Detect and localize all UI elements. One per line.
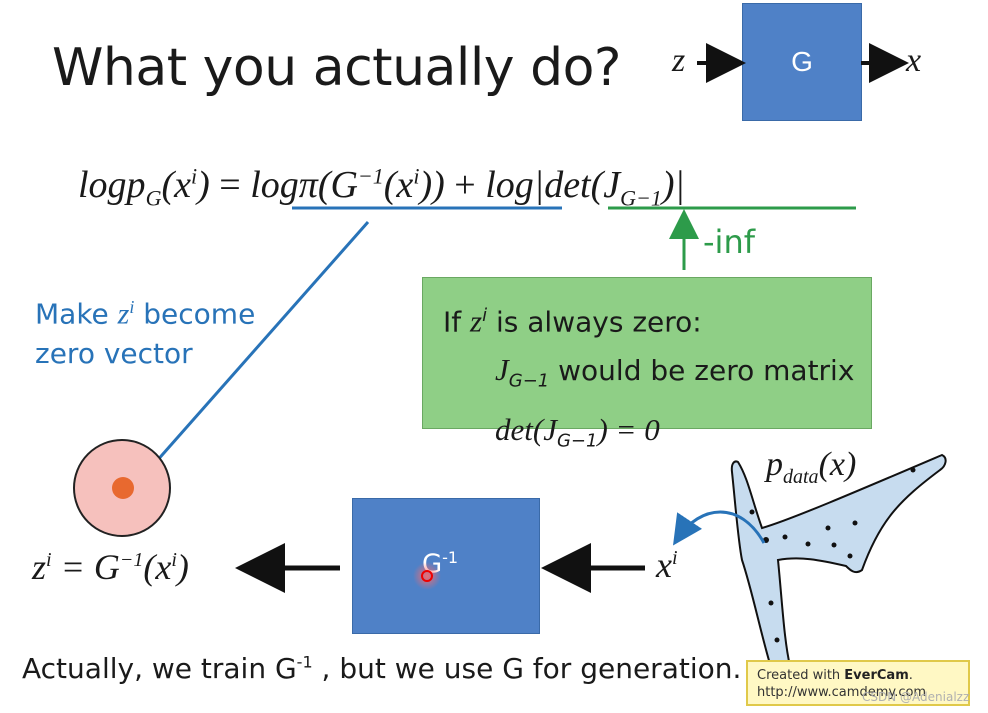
green-line3-pre: det(J — [495, 411, 557, 447]
top-input-z: z — [672, 42, 686, 79]
make-note-post: become — [134, 297, 256, 331]
pdata-sub: data — [783, 465, 819, 488]
zi-inv: −1 — [119, 549, 144, 571]
plus-sign: + — [444, 164, 486, 206]
prior-inner: (x — [383, 164, 414, 206]
lhs-arg-open: (x — [161, 164, 191, 206]
prior-to-circle-arrow — [134, 221, 370, 487]
jacobian-sub: G−1 — [620, 185, 662, 211]
inverse-generator-box — [352, 498, 540, 634]
bottom-sup: -1 — [296, 652, 313, 672]
green-line2-sub: G−1 — [508, 370, 550, 392]
bottom-post: , but we use G for generation. — [312, 652, 742, 685]
make-note-line1: Make zi become — [35, 287, 255, 334]
zero-point-dot — [112, 477, 134, 499]
xi-sup: i — [671, 547, 678, 569]
top-output-x: x — [906, 42, 922, 79]
green-line2-post: would be zero matrix — [549, 354, 855, 388]
zi-rhs: = G — [51, 547, 120, 587]
minus-inf-label: -inf — [703, 223, 755, 261]
green-line3-sub: G−1 — [556, 430, 598, 452]
prior-inv: −1 — [357, 163, 384, 189]
pdata-arg: (x) — [818, 446, 857, 483]
make-zero-note: Make zi become zero vector — [35, 287, 255, 374]
log-likelihood-formula: logpG(xi) = logπ(G−1(xi)) + log|det(JG−1… — [78, 163, 685, 212]
lhs-arg-sup: i — [190, 163, 198, 189]
jacobian-close: )| — [661, 164, 685, 206]
make-note-pre: Make — [35, 297, 118, 331]
bottom-caption: Actually, we train G-1 , but we use G fo… — [22, 652, 741, 685]
prior-term: logπ — [250, 164, 318, 206]
lhs-log: logp — [78, 164, 146, 206]
prior-inner-sup: i — [413, 163, 420, 189]
pdata-expression: pdata(x) — [766, 446, 856, 489]
make-note-var: z — [117, 297, 130, 331]
green-line-3: det(JG−1) = 0 — [443, 406, 871, 466]
zi-z: z — [32, 547, 47, 587]
generator-label: G — [791, 46, 813, 77]
zi-expression: zi = G−1(xi) — [32, 546, 189, 588]
generator-box: G — [742, 3, 862, 121]
green-line3-post: ) = 0 — [597, 411, 660, 447]
data-distribution-shape — [730, 453, 947, 672]
cursor-dot — [421, 570, 433, 582]
green-line-2: JG−1 would be zero matrix — [443, 346, 871, 406]
evercam-post: . — [908, 668, 913, 683]
xi-x: x — [656, 545, 672, 585]
zi-close: ) — [176, 547, 189, 587]
zi-sup: i — [46, 549, 52, 571]
evercam-pre: Created with — [757, 668, 845, 683]
evercam-brand: EverCam — [844, 668, 909, 683]
evercam-line1: Created with EverCam. — [757, 667, 968, 684]
green-line-1: If zi is always zero: — [443, 292, 871, 346]
evercam-url[interactable]: http://www.camdemy.com — [757, 685, 927, 700]
zero-explanation-box: If zi is always zero: JG−1 would be zero… — [422, 277, 872, 452]
green-line1-post: is always zero: — [487, 305, 702, 339]
green-line1-sup: i — [482, 305, 488, 326]
evercam-badge[interactable]: Created with EverCam. http://www.camdemy… — [746, 660, 970, 706]
pdata-p: p — [766, 446, 783, 483]
xi-expression: xi — [656, 544, 678, 586]
green-line1-var: z — [470, 303, 483, 339]
lhs-arg-close: ) — [197, 164, 210, 206]
csdn-watermark: CSDN @Adenialzz — [862, 690, 970, 704]
green-line2-var: J — [495, 352, 509, 388]
zi-arg: (x — [143, 547, 172, 587]
make-note-sup: i — [129, 297, 135, 317]
bottom-pre: Actually, we train G — [22, 652, 297, 685]
make-note-line2: zero vector — [35, 337, 193, 371]
cursor-glow — [413, 562, 441, 590]
inverse-label-sup: -1 — [442, 548, 459, 567]
slide-title: What you actually do? — [52, 38, 622, 98]
prior-arg: (G — [317, 164, 358, 206]
equals-sign: = — [209, 164, 251, 206]
data-sample-dots — [749, 467, 916, 643]
jacobian-term: log|det(J — [485, 164, 621, 206]
sample-to-xi-arrow — [673, 510, 766, 546]
zi-arg-sup: i — [171, 549, 177, 571]
prior-close: )) — [419, 164, 445, 206]
green-line1-pre: If — [443, 305, 471, 339]
lhs-sub: G — [145, 185, 162, 211]
